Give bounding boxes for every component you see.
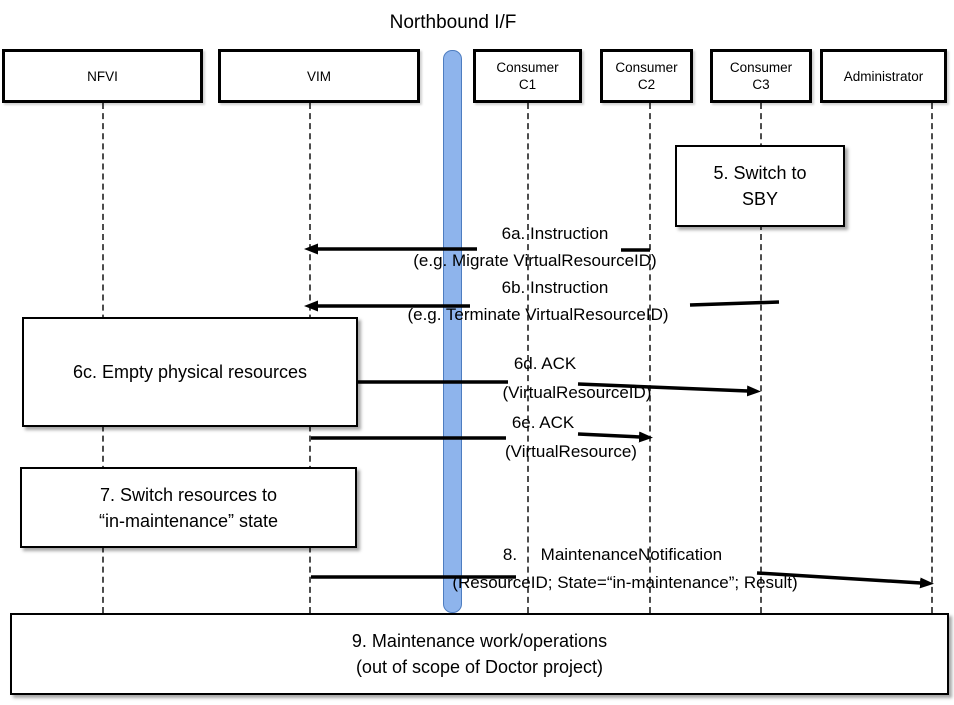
note-switch-resources-in-maintenance: 7. Switch resources to “in-maintenance” …: [20, 467, 357, 548]
actor-box-vim: VIM: [218, 49, 420, 103]
lifeline-consumer-c1: [527, 103, 529, 613]
note-line: (out of scope of Doctor project): [355, 657, 604, 677]
note-switch-to-sby: 5. Switch to SBY: [675, 145, 845, 227]
actor-label: VIM: [306, 68, 331, 84]
actor-label: Administrator: [843, 68, 924, 84]
message-detail-6b: (e.g. Terminate VirtualResourceID): [407, 305, 669, 324]
actor-box-administrator: Administrator: [820, 49, 947, 103]
message-label-6e: 6e. ACK: [511, 413, 575, 432]
actor-box-consumer-c3: Consumer C3: [710, 49, 812, 103]
lifeline-administrator: [931, 103, 933, 613]
message-label-6d: 6d. ACK: [513, 354, 577, 373]
message-detail-8: (ResourceID; State=“in-maintenance”; Res…: [452, 573, 798, 592]
message-label-6a: 6a. Instruction: [501, 224, 609, 243]
actor-label: Consumer: [729, 60, 793, 75]
actor-box-consumer-c1: Consumer C1: [473, 49, 582, 103]
lifeline-consumer-c3: [760, 103, 762, 613]
note-line: “in-maintenance” state: [98, 510, 279, 531]
actor-label: Consumer: [496, 60, 559, 75]
actor-box-nfvi: NFVI: [2, 49, 203, 103]
arrow-6a-instruction: [304, 243, 650, 255]
note-line: 6c. Empty physical resources: [72, 362, 308, 382]
message-detail-6a: (e.g. Migrate VirtualResourceID): [413, 251, 657, 270]
actor-label: NFVI: [87, 68, 118, 84]
lifeline-consumer-c2: [649, 103, 651, 613]
note-empty-physical-resources: 6c. Empty physical resources: [22, 317, 358, 427]
actor-label: Consumer: [615, 60, 678, 75]
arrow-6e-ack: [311, 431, 653, 443]
message-detail-6d: (VirtualResourceID): [502, 383, 652, 402]
actor-label: C3: [752, 77, 770, 92]
message-label-6b: 6b. Instruction: [501, 278, 609, 297]
actor-box-consumer-c2: Consumer C2: [600, 49, 693, 103]
northbound-interface-bar: [443, 50, 462, 613]
note-maintenance-work: 9. Maintenance work/operations (out of s…: [10, 613, 949, 695]
note-line: 7. Switch resources to: [99, 484, 278, 505]
note-line: 9. Maintenance work/operations: [351, 631, 608, 651]
actor-label: C2: [637, 77, 656, 92]
actor-label: C1: [518, 77, 537, 92]
message-detail-6e: (VirtualResource): [505, 442, 637, 461]
diagram-title: Northbound I/F: [389, 12, 517, 33]
message-label-8: 8. MaintenanceNotification: [502, 545, 723, 564]
note-line: SBY: [741, 189, 779, 209]
note-line: 5. Switch to: [713, 163, 807, 183]
